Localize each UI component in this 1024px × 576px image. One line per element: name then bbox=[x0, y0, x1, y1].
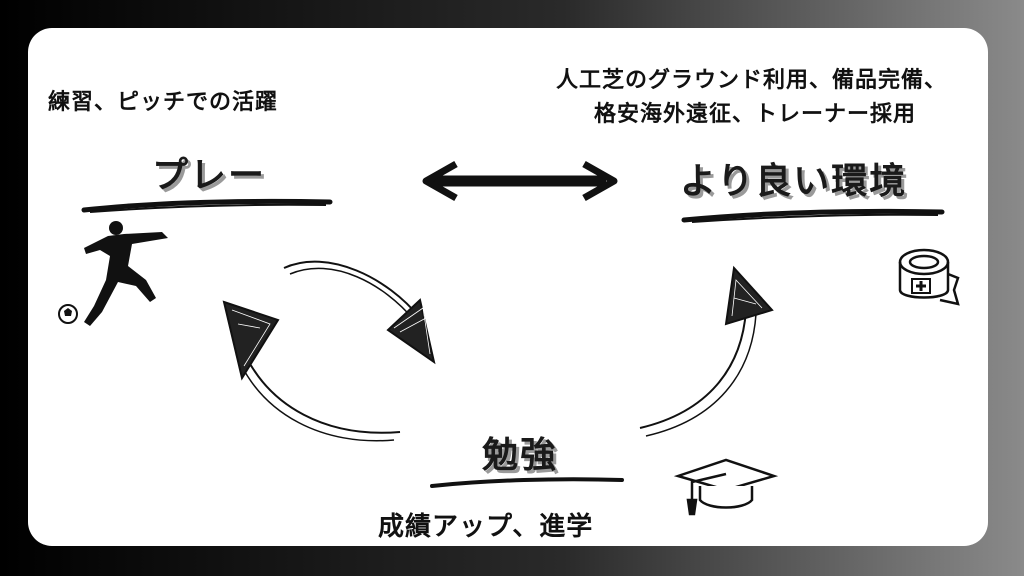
diagram-card: 練習、ピッチでの活躍 プレー 人工芝のグラウンド利用、備品完備、 格安海外遠征、… bbox=[28, 28, 988, 546]
environment-caption-line2: 格安海外遠征、トレーナー採用 bbox=[594, 102, 917, 127]
play-heading: プレー bbox=[152, 155, 267, 196]
study-heading: 勉強 bbox=[482, 435, 559, 476]
environment-underline bbox=[681, 208, 945, 223]
environment-caption-line1: 人工芝のグラウンド利用、備品完備、 bbox=[556, 68, 948, 93]
arrow-study-to-play bbox=[222, 300, 401, 442]
soccer-ball-icon bbox=[58, 304, 78, 324]
double-arrow bbox=[422, 160, 618, 202]
diagram-graphics bbox=[58, 160, 960, 516]
bandage-roll-icon bbox=[898, 248, 960, 306]
play-caption: 練習、ピッチでの活躍 bbox=[48, 90, 279, 115]
study-underline bbox=[430, 477, 624, 488]
graduation-cap-icon bbox=[673, 458, 779, 516]
arrow-study-to-environment bbox=[639, 265, 774, 437]
play-underline bbox=[81, 198, 333, 213]
environment-heading: より良い環境 bbox=[680, 161, 908, 202]
study-caption: 成績アップ、進学 bbox=[378, 512, 594, 542]
soccer-player-icon bbox=[84, 221, 168, 326]
arrow-play-to-study bbox=[283, 260, 436, 365]
